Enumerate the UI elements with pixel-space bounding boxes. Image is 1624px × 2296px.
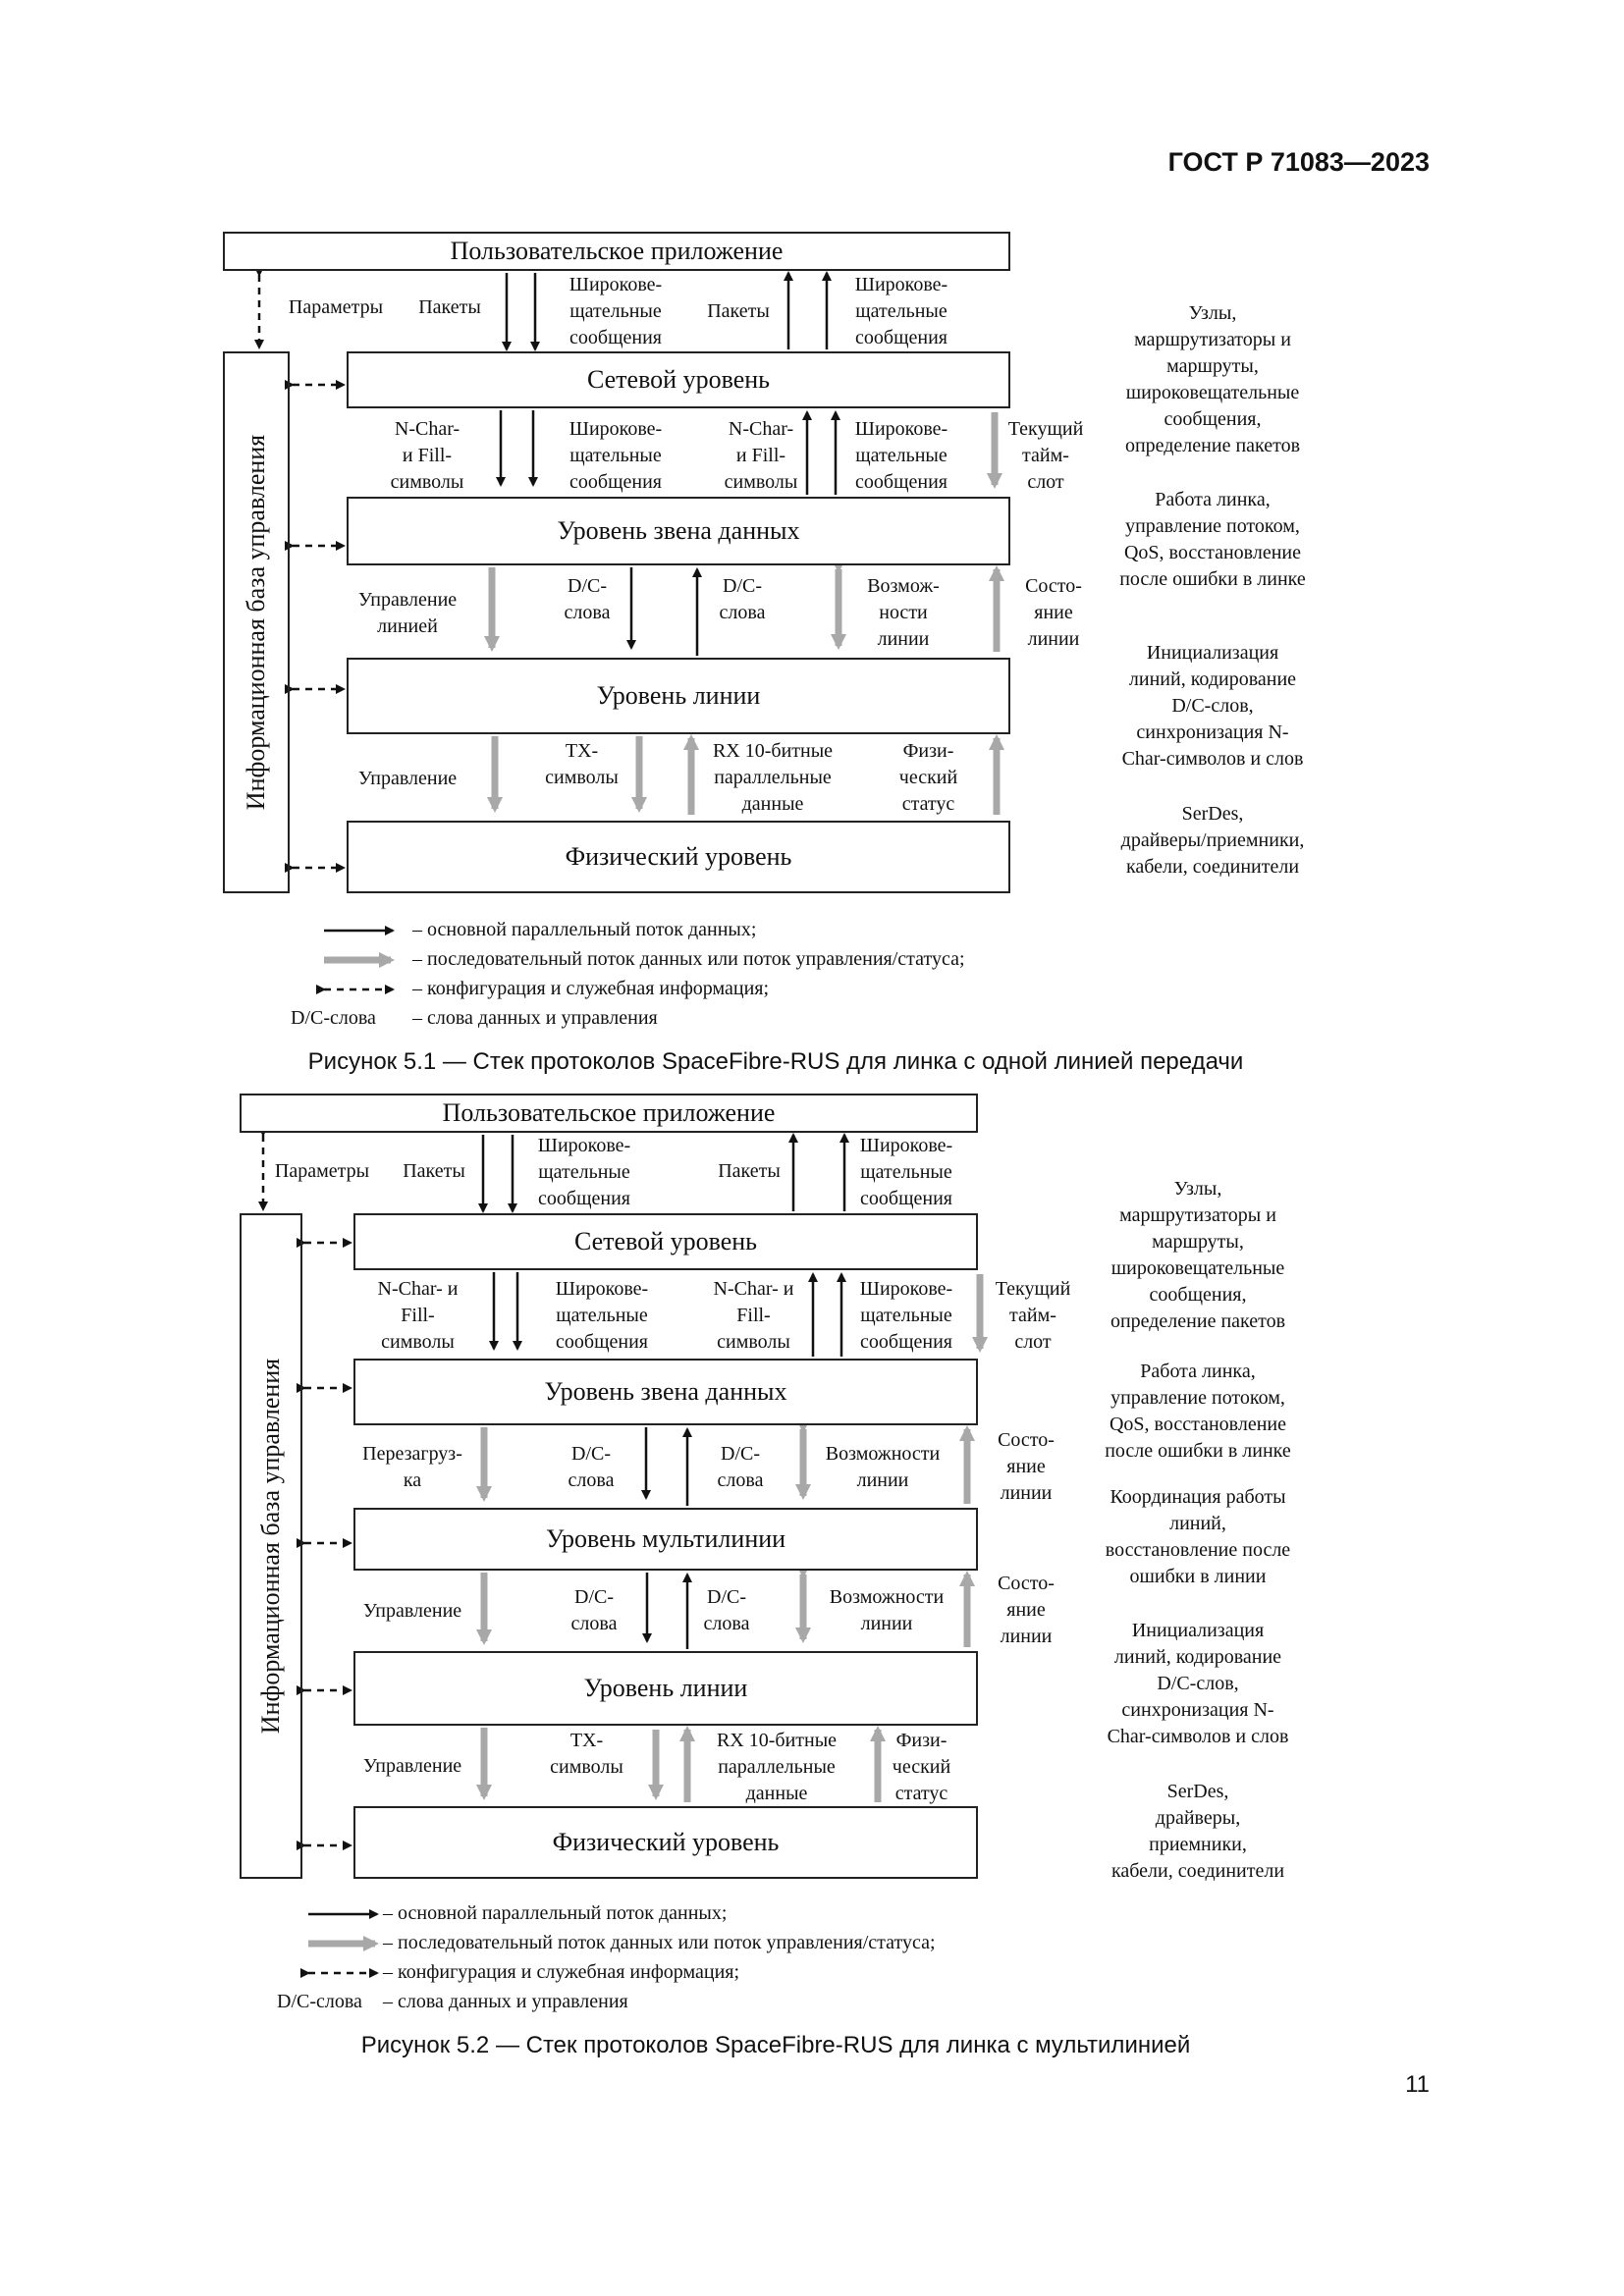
label-nchar-fill: N-Char- и Fill- символы: [377, 1278, 459, 1353]
label-tx-symbols: TX- символы: [550, 1730, 623, 1778]
page-number: 11: [1405, 2071, 1430, 2098]
label-nchar-fill: N-Char- и Fill- символы: [390, 418, 464, 493]
label-lane-state: Состо- яние линии: [998, 1429, 1055, 1504]
label-broadcast: Широкове- щательные сообщения: [568, 274, 663, 348]
label-broadcast: Широкове- щательные сообщения: [854, 418, 948, 493]
right-note-data-link: Работа линка, управление потоком, QoS, в…: [1105, 1361, 1291, 1462]
legend-dc-key: D/C-слова: [277, 1991, 362, 2012]
right-note-lane: Инициализация линий, кодирование D/C-сло…: [1107, 1620, 1289, 1747]
right-note-multilane: Координация работы линий, восстановление…: [1105, 1486, 1291, 1587]
layer-multilane: Уровень мультилинии: [353, 1508, 978, 1571]
right-note-physical: SerDes, драйверы/приемники, кабели, соед…: [1120, 803, 1305, 878]
label-packets: Пакеты: [718, 1160, 781, 1182]
label-nchar-fill: N-Char- и Fill- символы: [724, 418, 798, 493]
right-note-lane: Инициализация линий, кодирование D/C-сло…: [1121, 642, 1304, 770]
document-header: ГОСТ Р 71083—2023: [1167, 147, 1430, 177]
legend-solid-text: – основной параллельный поток данных;: [383, 1902, 728, 1924]
layer-network: Сетевой уровень: [347, 351, 1010, 408]
legend-dc-text: – слова данных и управления: [412, 1007, 658, 1029]
label-broadcast: Широкове- щательные сообщения: [859, 1135, 953, 1209]
label-control: Управление: [362, 1600, 462, 1622]
label-dc-words: D/C- слова: [564, 575, 611, 623]
label-parameters: Параметры: [274, 1160, 370, 1182]
management-info-base-label: Информационная база управления: [242, 434, 270, 811]
label-physical-status: Физи- ческий статус: [892, 1730, 951, 1804]
legend-gray-text: – последовательный поток данных или пото…: [383, 1932, 936, 1953]
label-broadcast: Широкове- щательные сообщения: [555, 1278, 649, 1353]
label-dc-words: D/C- слова: [703, 1586, 750, 1634]
label-broadcast: Широкове- щательные сообщения: [859, 1278, 953, 1353]
layer-data-link: Уровень звена данных: [353, 1359, 978, 1425]
right-note-network: Узлы, маршрутизаторы и маршруты, широков…: [1124, 302, 1301, 456]
layer-lane: Уровень линии: [347, 658, 1010, 734]
legend-solid-text: – основной параллельный поток данных;: [412, 919, 757, 940]
label-lane-state: Состо- яние линии: [998, 1573, 1055, 1647]
label-tx-symbols: TX- символы: [545, 740, 619, 788]
management-info-base: Информационная база управления: [240, 1213, 302, 1879]
label-dc-words: D/C- слова: [717, 1443, 764, 1491]
label-packets: Пакеты: [707, 300, 770, 322]
label-physical-status: Физи- ческий статус: [898, 740, 958, 815]
label-rx-data: RX 10-битные параллельные данные: [716, 1730, 838, 1804]
label-lane-state: Состо- яние линии: [1025, 575, 1082, 650]
label-dc-words: D/C- слова: [719, 575, 766, 623]
legend-dashed-text: – конфигурация и служебная информация;: [412, 978, 770, 999]
label-broadcast: Широкове- щательные сообщения: [854, 274, 948, 348]
figure-2-caption: Рисунок 5.2 — Стек протоколов SpaceFibre…: [360, 2032, 1191, 2058]
legend-dc-key: D/C-слова: [291, 1007, 376, 1029]
layer-lane: Уровень линии: [353, 1651, 978, 1726]
label-control: Управление: [362, 1755, 462, 1777]
label-current-timeslot: Текущий тайм- слот: [995, 1278, 1071, 1353]
layer-physical: Физический уровень: [353, 1806, 978, 1879]
label-rx-data: RX 10-битные параллельные данные: [712, 740, 834, 815]
right-note-network: Узлы, маршрутизаторы и маршруты, широков…: [1110, 1178, 1286, 1332]
label-lane-capabilities: Возмож- ности линии: [867, 575, 940, 650]
label-nchar-fill: N-Char- и Fill- символы: [713, 1278, 794, 1353]
label-current-timeslot: Текущий тайм- слот: [1007, 418, 1084, 493]
layer-data-link: Уровень звена данных: [347, 497, 1010, 565]
label-packets: Пакеты: [418, 296, 481, 318]
management-info-base: Информационная база управления: [223, 351, 290, 893]
label-lane-capabilities: Возможности линии: [825, 1443, 941, 1491]
label-dc-words: D/C- слова: [570, 1586, 618, 1634]
figure-1-caption: Рисунок 5.1 — Стек протоколов SpaceFibre…: [307, 1048, 1244, 1075]
layer-user-application: Пользовательское приложение: [223, 232, 1010, 271]
layer-physical: Физический уровень: [347, 821, 1010, 893]
label-dc-words: D/C- слова: [568, 1443, 615, 1491]
label-parameters: Параметры: [288, 296, 384, 318]
label-reload: Перезагруз- ка: [362, 1443, 462, 1491]
legend-gray-text: – последовательный поток данных или пото…: [412, 948, 965, 970]
label-lane-control: Управление линией: [357, 589, 458, 637]
right-note-physical: SerDes, драйверы, приемники, кабели, сое…: [1110, 1781, 1285, 1882]
right-note-data-link: Работа линка, управление потоком, QoS, в…: [1119, 489, 1306, 590]
management-info-base-label: Информационная база управления: [256, 1358, 285, 1735]
label-control: Управление: [357, 768, 458, 789]
label-broadcast: Широкове- щательные сообщения: [568, 418, 663, 493]
layer-network: Сетевой уровень: [353, 1213, 978, 1270]
label-lane-capabilities: Возможности линии: [829, 1586, 945, 1634]
label-broadcast: Широкове- щательные сообщения: [537, 1135, 631, 1209]
legend-dc-text: – слова данных и управления: [383, 1991, 628, 2012]
label-packets: Пакеты: [403, 1160, 465, 1182]
layer-user-application: Пользовательское приложение: [240, 1094, 978, 1133]
legend-dashed-text: – конфигурация и служебная информация;: [383, 1961, 740, 1983]
